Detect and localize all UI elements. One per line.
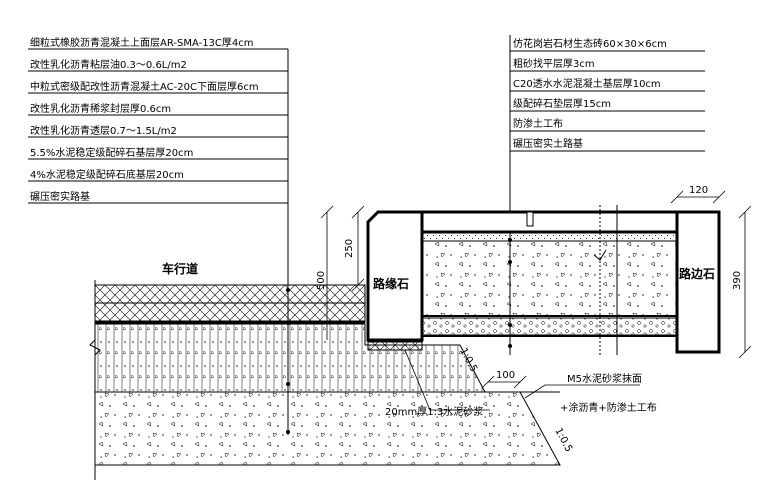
curb-stone-label: 路缘石 bbox=[373, 276, 409, 291]
subbase bbox=[94, 391, 561, 466]
left-layer-5-label: 改性乳化沥青透层0.7～1.5L/m2 bbox=[30, 124, 177, 137]
curb-stone-section: 路缘石 20mm厚1:3水泥砂浆 bbox=[366, 210, 490, 418]
dim-500-label: 500 bbox=[316, 271, 327, 290]
left-layer-7-label: 4%水泥稳定级配碎石底基层20cm bbox=[30, 168, 184, 181]
dim-390-label: 390 bbox=[732, 271, 743, 290]
mortar-layer-label: 20mm厚1:3水泥砂浆 bbox=[385, 405, 483, 418]
left-leader-block: 细粒式橡胶沥青混凝土上面层AR-SMA-13C厚4cm 改性乳化沥青粘层油0.3… bbox=[28, 36, 290, 435]
edge-stone-label: 路边石 bbox=[679, 266, 715, 281]
right-leader-block: 仿花岗岩石材生态砖60×30×6cm 粗砂找平层厚3cm C20透水水泥混凝土基… bbox=[508, 35, 705, 355]
left-layer-6-label: 5.5%水泥稳定级配碎石基层厚20cm bbox=[30, 146, 193, 159]
gravel-cushion-layer bbox=[421, 317, 678, 336]
right-layer-6-label: 碾压密实土路基 bbox=[513, 137, 583, 150]
right-layer-3-label: C20透水水泥混凝土基层厚10cm bbox=[513, 77, 661, 90]
right-layer-5-label: 防渗土工布 bbox=[513, 117, 563, 130]
left-layer-2-label: 改性乳化沥青粘层油0.3～0.6L/m2 bbox=[30, 58, 187, 71]
left-layer-1-label: 细粒式橡胶沥青混凝土上面层AR-SMA-13C厚4cm bbox=[30, 36, 254, 49]
edge-stone-section: 路边石 bbox=[675, 210, 721, 354]
dim-250-label: 250 bbox=[344, 239, 355, 258]
right-layer-4-label: 级配碎石垫层厚15cm bbox=[513, 97, 611, 110]
curb-mortar-bed bbox=[367, 341, 423, 351]
paving-brick-layer bbox=[420, 210, 679, 234]
left-layer-4-label: 改性乳化沥青稀浆封层厚0.6cm bbox=[30, 102, 171, 115]
right-leader-dot bbox=[508, 344, 512, 348]
sand-leveling-layer bbox=[421, 231, 678, 242]
dim-100-label: 100 bbox=[496, 370, 515, 381]
right-layer-2-label: 粗砂找平层厚3cm bbox=[513, 57, 595, 70]
asphalt-note-label: +涂沥青+防渗土工布 bbox=[560, 401, 657, 414]
dim-120-label: 120 bbox=[689, 185, 708, 196]
right-layer-1-label: 仿花岗岩石材生态砖60×30×6cm bbox=[513, 37, 667, 50]
carriageway-label: 车行道 bbox=[162, 261, 198, 276]
m5-note: M5水泥砂浆抹面 +涂沥青+防渗土工布 bbox=[524, 372, 657, 414]
slope-label-b: 1:0.5 bbox=[552, 426, 574, 454]
sidewalk-section bbox=[420, 205, 679, 355]
permeable-concrete-base bbox=[421, 240, 678, 317]
curb-stone bbox=[366, 210, 424, 342]
left-layer-8-label: 碾压密实路基 bbox=[30, 190, 90, 203]
m5-note-label: M5水泥砂浆抹面 bbox=[567, 372, 642, 385]
left-layer-3-label: 中粒式密级配改性沥青混凝土AC-20C下面层厚6cm bbox=[30, 80, 259, 93]
edge-stone bbox=[675, 210, 721, 354]
